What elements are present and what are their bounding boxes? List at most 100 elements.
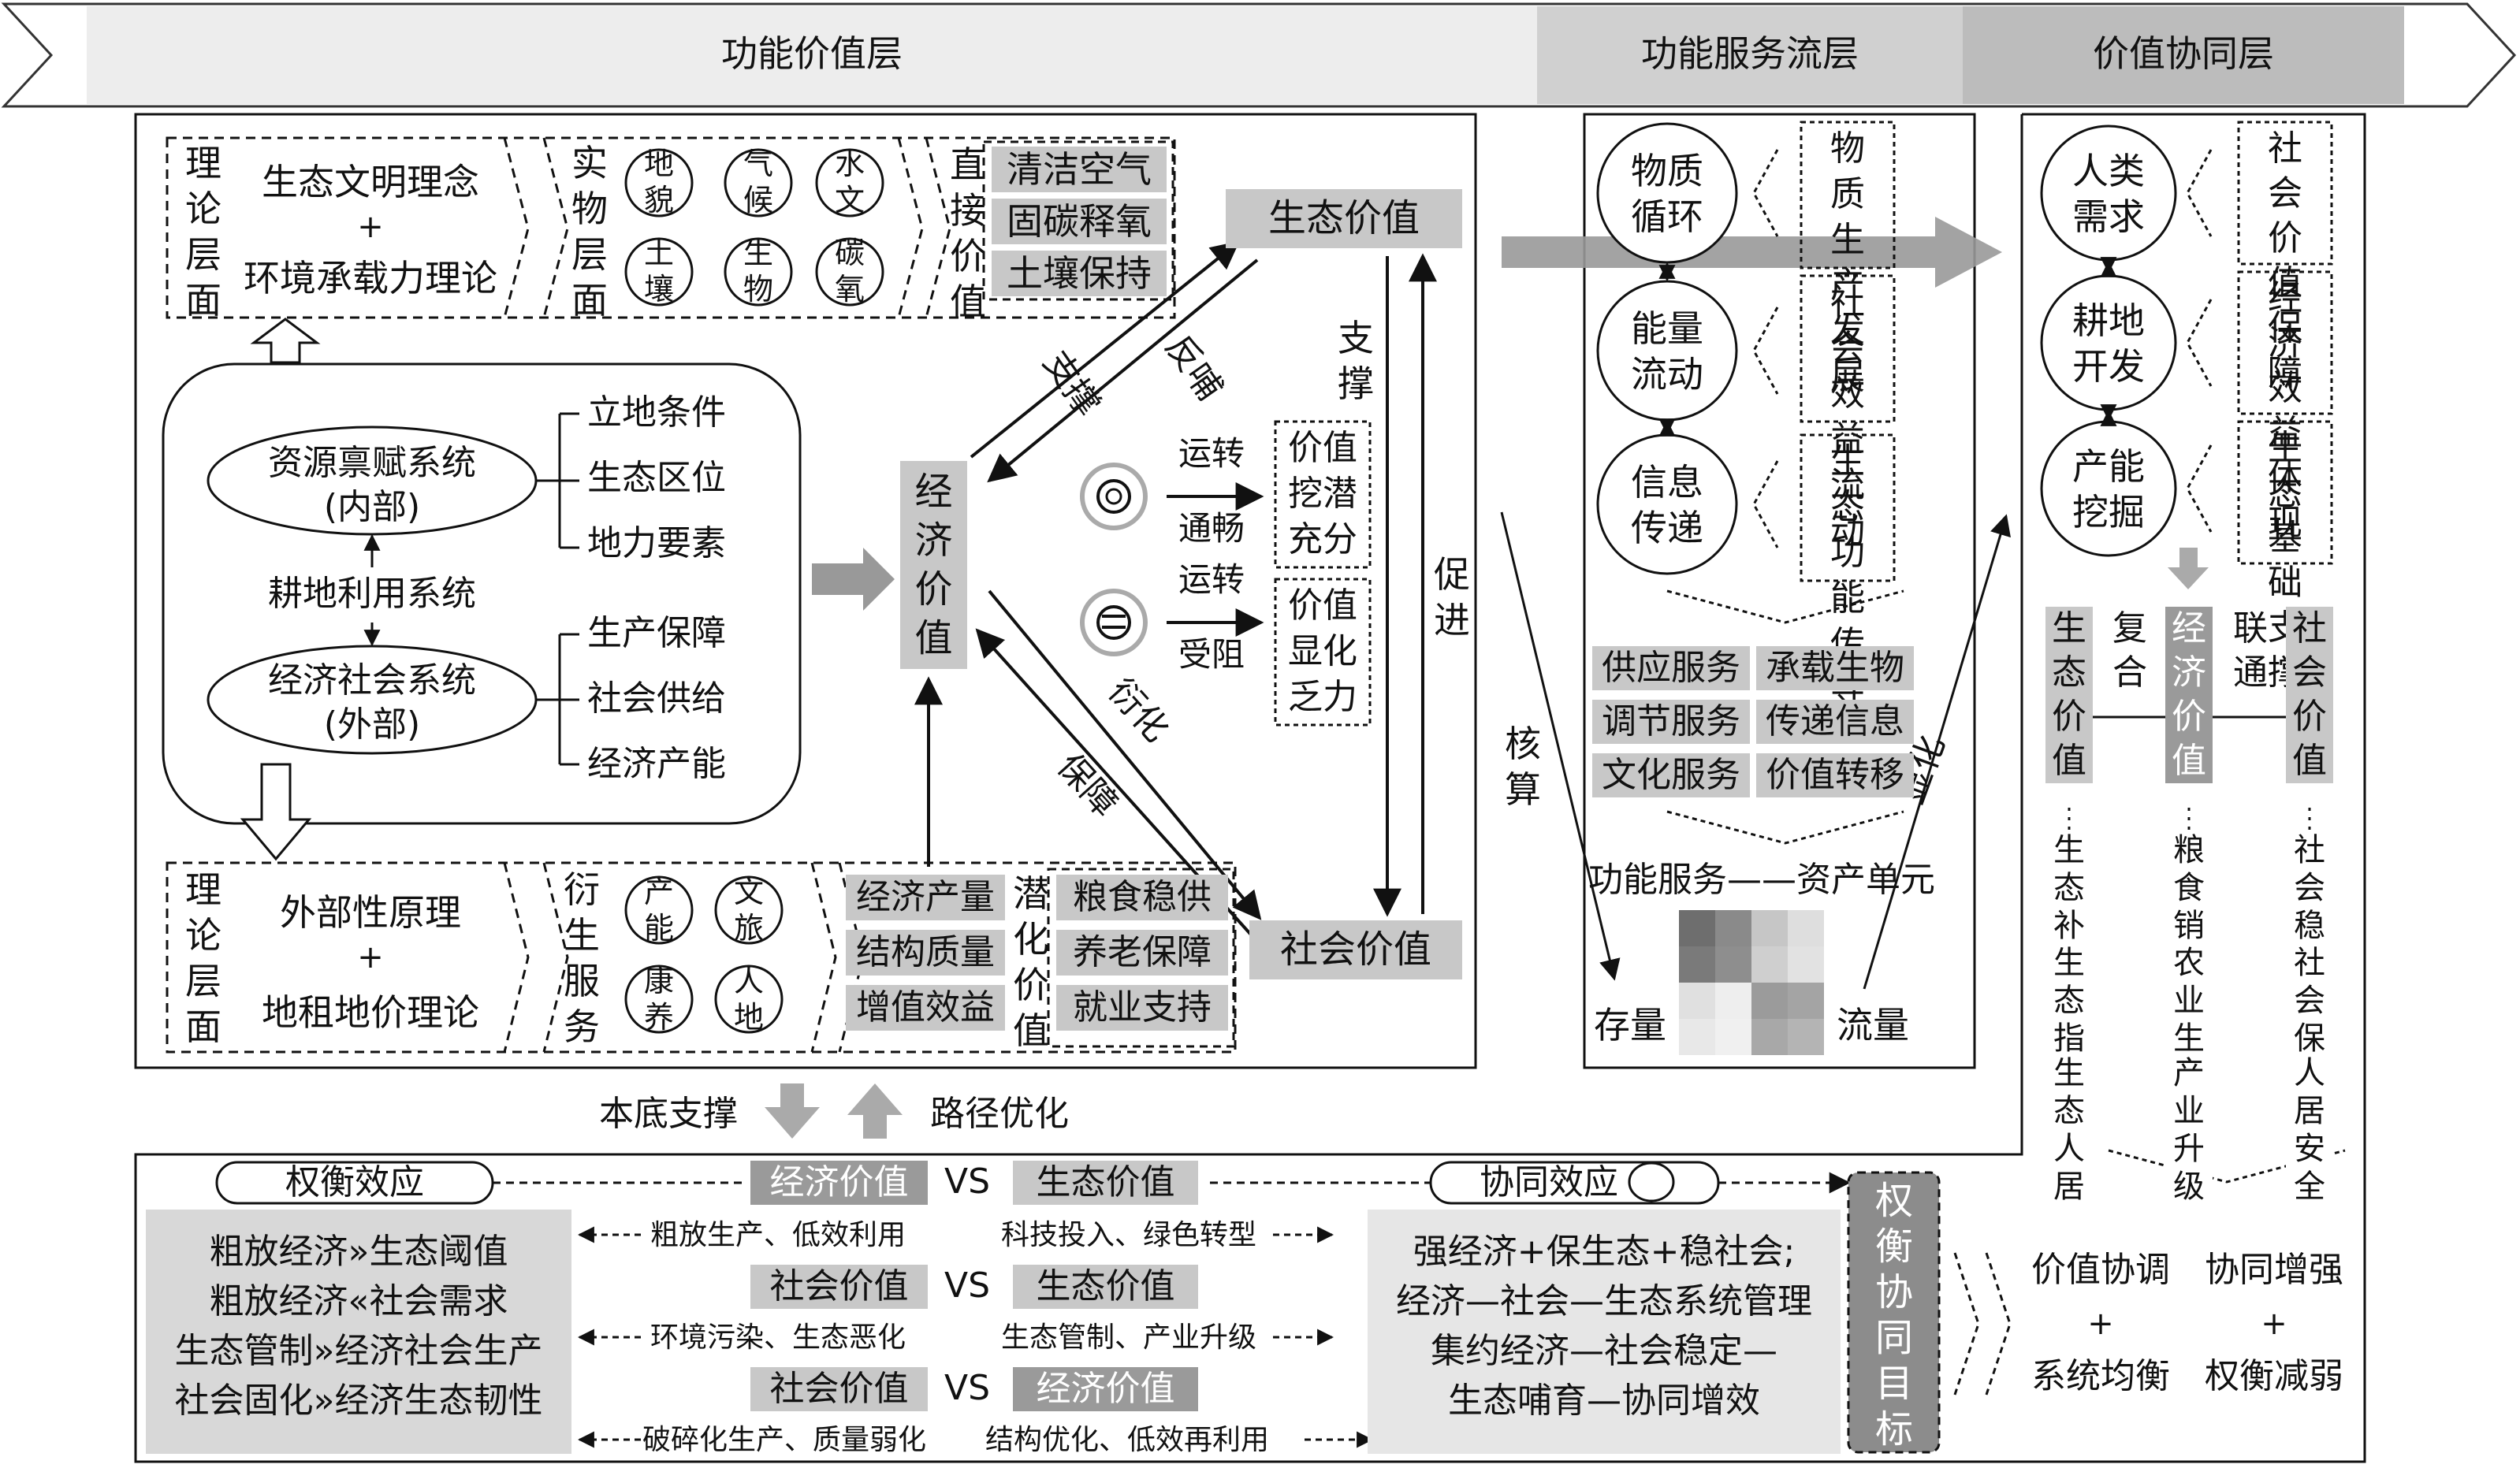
economy-item-supply: 社会供给 bbox=[587, 678, 726, 719]
top-theory-line1: 生态文明理念 bbox=[262, 161, 479, 203]
bottom-theory-line2: 地租地价理论 bbox=[262, 991, 479, 1034]
service-flow-layer-title: 功能服务流层 bbox=[1641, 32, 1859, 75]
flow-result-social: 社会效益流动 bbox=[1830, 282, 1865, 551]
synergy-node-capacity-mining: 产能挖掘 bbox=[2072, 445, 2145, 533]
flow-result-material: 物质生产发展 bbox=[1830, 128, 1865, 397]
path-optimize-label: 路径优化 bbox=[930, 1094, 1069, 1134]
left-note-2: 环境污染、生态恶化 bbox=[650, 1321, 906, 1354]
synergy-line-4: 生态哺育—协同增效 bbox=[1448, 1381, 1760, 1421]
value-synergy-layer-title: 价值协同层 bbox=[2093, 32, 2274, 75]
synergy-result-economic: 经济效益体现 bbox=[2268, 278, 2302, 543]
outcome1-plus: + bbox=[2087, 1306, 2114, 1342]
synergy-eco-item-3: 生态人居 bbox=[2045, 1054, 2093, 1206]
resource-system-line1: 资源禀赋系统 bbox=[268, 443, 476, 483]
tradeoff-line-4: 社会固化»经济生态韧性 bbox=[174, 1381, 543, 1421]
service-culture: 文化服务 bbox=[1592, 753, 1750, 797]
synergy-line-2: 经济—社会—生态系统管理 bbox=[1396, 1281, 1812, 1321]
synergy-connect: 联通 bbox=[2233, 608, 2268, 693]
tradeoff-summary-box: 粗放经济»生态阈值 粗放经济«社会需求 生态管制»经济社会生产 社会固化»经济生… bbox=[146, 1210, 571, 1454]
stock-label: 存量 bbox=[1594, 1004, 1666, 1046]
synergy-effect-label: 协同效应 bbox=[1480, 1162, 1618, 1202]
latent-item-grain: 粮食稳供 bbox=[1056, 875, 1228, 920]
direct-item-carbon-fixation: 固碳释氧 bbox=[992, 199, 1167, 244]
latent-value-label: 潜化价值 bbox=[1013, 872, 1049, 1052]
bottom-theory-plus: + bbox=[357, 939, 384, 976]
top-theory-plus: + bbox=[357, 209, 384, 245]
asset-unit-title: 功能服务——资产单元 bbox=[1588, 860, 1935, 900]
pair2-right: 生态价值 bbox=[1013, 1265, 1198, 1309]
operation-blocked-b: 受阻 bbox=[1178, 635, 1245, 674]
operation-smooth-a: 运转 bbox=[1178, 434, 1245, 473]
synergy-col-social-title: 社会价值 bbox=[2286, 607, 2333, 783]
outcome2-line1: 协同增强 bbox=[2205, 1250, 2343, 1290]
service-transfer-info: 传递信息 bbox=[1756, 700, 1914, 744]
bottom-theory-line1: 外部性原理 bbox=[280, 891, 461, 934]
top-theory-label: 理论层面 bbox=[185, 142, 221, 321]
synergy-node-farmland-dev: 耕地开发 bbox=[2072, 299, 2145, 388]
ecological-value-box: 生态价值 bbox=[1226, 189, 1462, 248]
resource-system-line2: (内部) bbox=[323, 487, 421, 527]
flow-label: 流量 bbox=[1837, 1004, 1909, 1046]
physical-item-climate: 气候 bbox=[743, 147, 773, 217]
synergy-result-social: 社会价值保障 bbox=[2268, 128, 2302, 393]
pair1-right: 生态价值 bbox=[1013, 1161, 1198, 1205]
top-theory-line2: 环境承载力理论 bbox=[244, 257, 497, 299]
tradeoff-line-3: 生态管制»经济社会生产 bbox=[174, 1331, 543, 1371]
farmland-system-label: 耕地利用系统 bbox=[208, 577, 536, 611]
synergy-col-econ-title: 经济价值 bbox=[2165, 607, 2213, 783]
derived-item-wellness: 康养 bbox=[643, 964, 674, 1035]
pair1-left: 经济价值 bbox=[750, 1161, 928, 1205]
flow-node-info-transfer: 信息传递 bbox=[1631, 461, 1703, 549]
physical-layer-label: 实物层面 bbox=[571, 142, 608, 321]
direct-item-clean-air: 清洁空气 bbox=[992, 147, 1167, 192]
direct-value-label: 直接价值 bbox=[950, 143, 986, 323]
service-carry-bio: 承载生物 bbox=[1756, 646, 1914, 690]
economic-value-box: 经济价值 bbox=[900, 461, 967, 669]
left-note-1: 粗放生产、低效利用 bbox=[650, 1219, 906, 1251]
tradeoff-synergy-target: 权衡协同目标 bbox=[1874, 1179, 1913, 1451]
direct-item-soil-retention: 土壤保持 bbox=[992, 251, 1167, 296]
synergy-line-1: 强经济+保生态+稳社会; bbox=[1413, 1232, 1796, 1272]
physical-item-hydrology: 水文 bbox=[834, 147, 865, 217]
resource-item-eco-location: 生态区位 bbox=[587, 458, 726, 498]
tradeoff-effect-label: 权衡效应 bbox=[285, 1162, 424, 1202]
operation-smooth-result: 价值挖潜充分 bbox=[1288, 428, 1357, 559]
derived-item-culture-tourism: 文旅 bbox=[733, 875, 764, 946]
derived-item-human-land: 人地 bbox=[733, 964, 764, 1035]
synergy-node-human-demand: 人类需求 bbox=[2072, 150, 2145, 238]
economic-item-output: 经济产量 bbox=[846, 875, 1005, 920]
synergy-econ-item-3: 产业升级 bbox=[2165, 1054, 2213, 1206]
tradeoff-line-2: 粗放经济«社会需求 bbox=[209, 1281, 508, 1321]
functional-value-layer-title: 功能价值层 bbox=[721, 32, 903, 75]
operation-blocked-a: 运转 bbox=[1178, 560, 1245, 599]
operation-smooth-b: 通畅 bbox=[1178, 509, 1245, 548]
synergy-compound: 复合 bbox=[2112, 608, 2147, 693]
latent-item-pension: 养老保障 bbox=[1056, 930, 1228, 976]
resource-item-soil-fertility: 地力要素 bbox=[587, 523, 726, 563]
economic-item-structure: 结构质量 bbox=[846, 930, 1005, 976]
economy-society-line1: 经济社会系统 bbox=[268, 660, 476, 701]
outcome1-line2: 系统均衡 bbox=[2031, 1356, 2170, 1396]
synergy-social-item-3: 人居安全 bbox=[2286, 1054, 2333, 1206]
pair3-vs: VS bbox=[944, 1368, 991, 1408]
pair1-vs: VS bbox=[944, 1161, 991, 1202]
synergy-summary-box: 强经济+保生态+稳社会; 经济—社会—生态系统管理 集约经济—社会稳定— 生态哺… bbox=[1368, 1210, 1841, 1454]
pair2-vs: VS bbox=[944, 1265, 991, 1306]
synergy-line-3: 集约经济—社会稳定— bbox=[1431, 1331, 1777, 1371]
economy-society-line2: (外部) bbox=[323, 704, 421, 745]
pair2-left: 社会价值 bbox=[750, 1265, 928, 1309]
economic-item-value-added: 增值效益 bbox=[846, 985, 1005, 1031]
outcome2-line2: 权衡减弱 bbox=[2205, 1356, 2343, 1396]
right-note-2: 生态管制、产业升级 bbox=[1001, 1321, 1257, 1354]
derived-item-capacity: 产能 bbox=[643, 875, 674, 946]
latent-item-employment: 就业支持 bbox=[1056, 985, 1228, 1031]
outcome2-plus: + bbox=[2261, 1306, 2287, 1342]
flow-node-material-cycle: 物质循环 bbox=[1631, 150, 1703, 238]
operation-blocked-result: 价值显化乏力 bbox=[1288, 585, 1357, 717]
base-support-label: 本底支撑 bbox=[599, 1094, 738, 1134]
economy-item-production: 生产保障 bbox=[587, 613, 726, 653]
physical-item-soil: 土壤 bbox=[643, 236, 674, 307]
right-note-1: 科技投入、绿色转型 bbox=[1001, 1219, 1257, 1251]
service-value-transfer: 价值转移 bbox=[1756, 753, 1914, 797]
